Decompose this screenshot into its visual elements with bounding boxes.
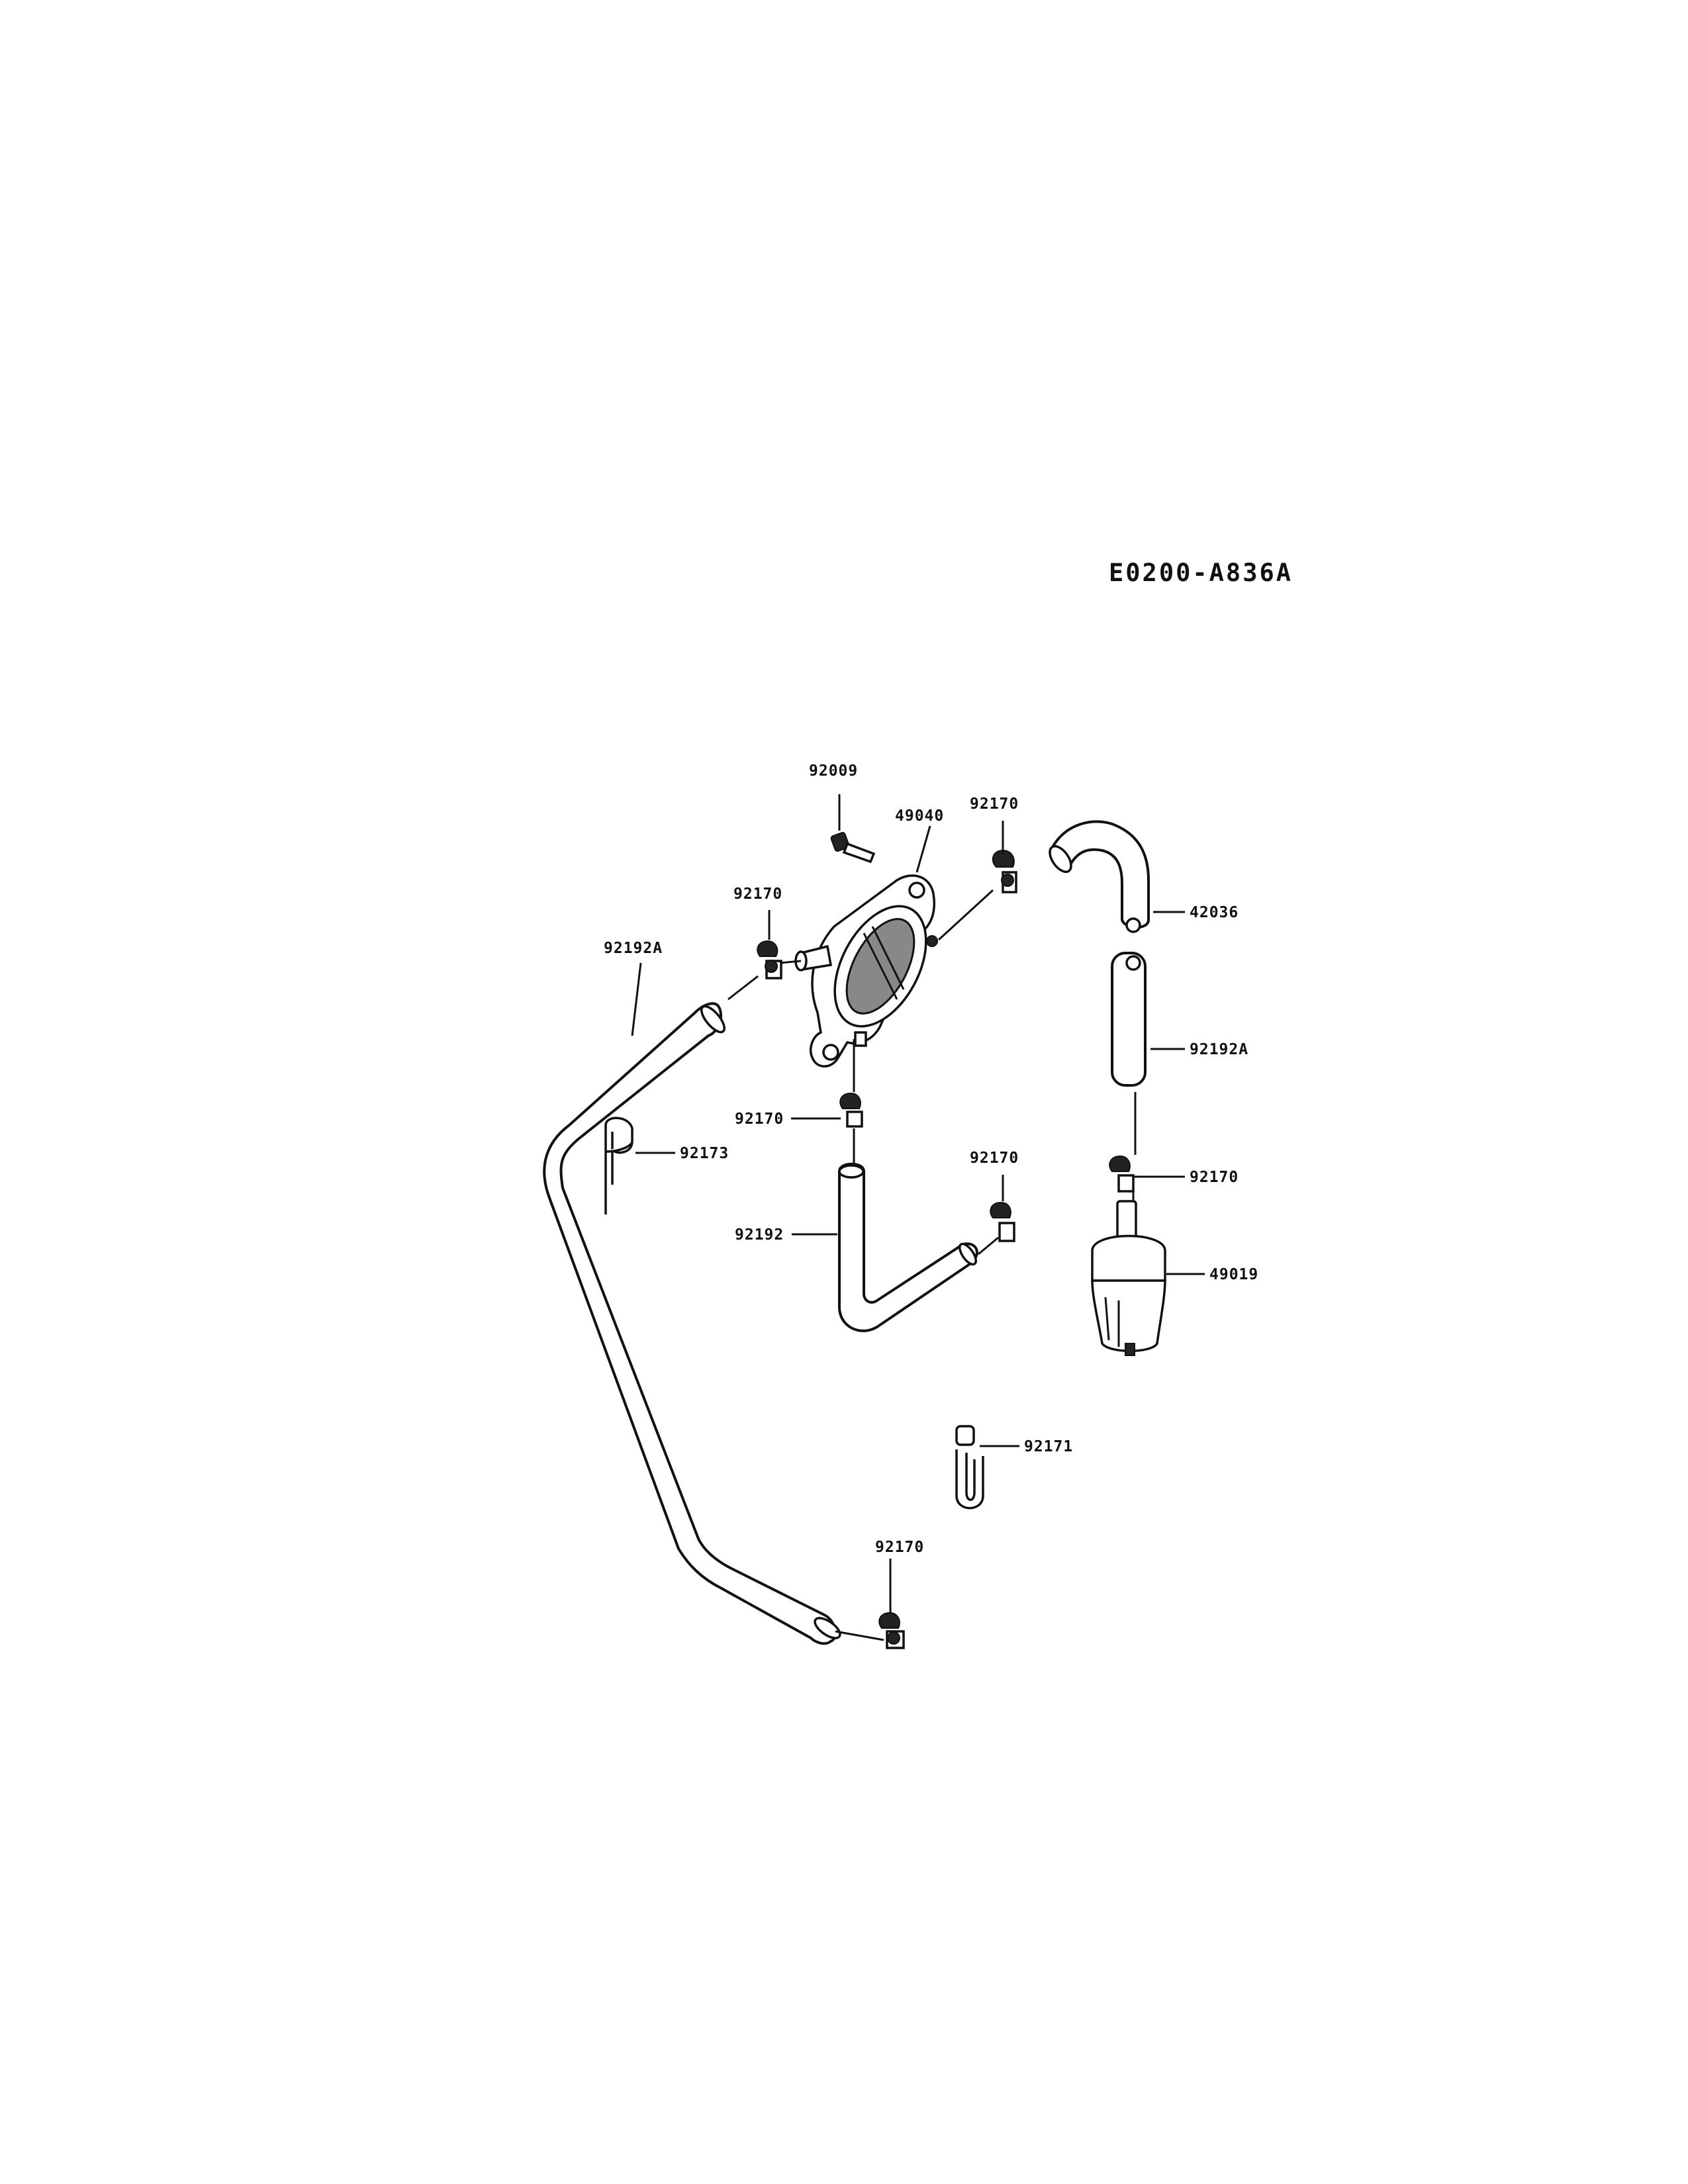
label-elbow-hose: 42036 (1190, 904, 1239, 921)
label-fuel-filter: 49019 (1209, 1266, 1258, 1283)
label-clamp-bottom: 92170 (875, 1539, 924, 1556)
hose-clamp-filter (1109, 1155, 1135, 1193)
leader-lines (631, 821, 1205, 1641)
spring-clamp (955, 1425, 984, 1510)
label-clamp-pump-left: 92170 (733, 886, 782, 903)
label-fuel-pump: 49040 (895, 807, 944, 825)
hose-clamp-top (992, 849, 1017, 893)
elbow-fuel-hose (1049, 820, 1150, 933)
mounting-bolt (830, 794, 876, 864)
label-bolt: 92009 (809, 762, 858, 780)
label-clip: 92173 (680, 1145, 729, 1162)
label-clamp-pump-bottom: 92170 (735, 1111, 784, 1128)
label-right-hose: 92192A (1190, 1041, 1248, 1058)
hose-clamp-pump-left (757, 940, 782, 979)
fuel-pump (794, 874, 938, 1068)
hose-clamp-right-mid (990, 1201, 1015, 1242)
label-clamp-mid: 92170 (970, 1150, 1019, 1167)
label-clamp-top: 92170 (970, 796, 1019, 813)
diagram-code: E0200-A836A (1109, 559, 1293, 587)
label-clamp-part: 92171 (1024, 1438, 1073, 1455)
hose-clamp-mid (839, 1092, 863, 1128)
callout-labels: 92009 49040 92170 42036 92170 92192A 921… (604, 762, 1258, 1556)
right-fuel-hose (1111, 952, 1147, 1087)
fuel-filter (1091, 1200, 1166, 1356)
label-clamp-filter: 92170 (1190, 1169, 1239, 1186)
bent-fuel-hose (838, 1162, 978, 1332)
label-long-hose: 92192A (604, 940, 663, 957)
label-bent-hose: 92192 (735, 1226, 784, 1244)
long-fuel-hose (543, 1002, 841, 1645)
hose-clamp-bottom (878, 1612, 905, 1649)
hose-clip (604, 1116, 633, 1214)
